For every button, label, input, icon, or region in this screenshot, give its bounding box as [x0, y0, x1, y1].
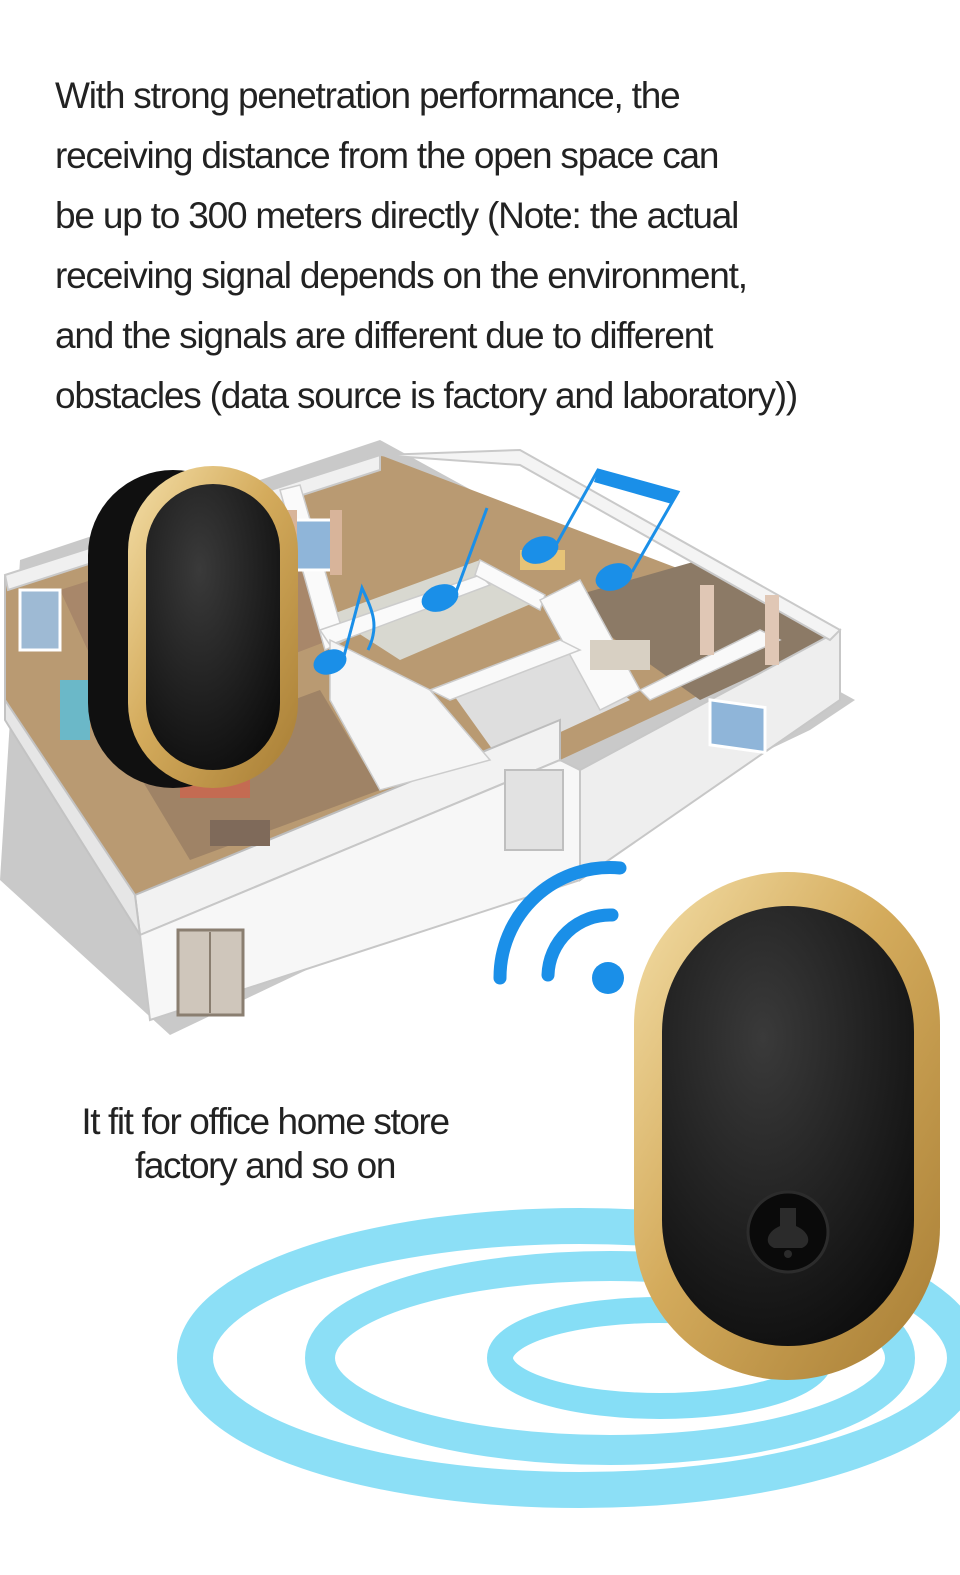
headline-line: be up to 300 meters directly (Note: the …	[55, 195, 739, 236]
wifi-signal-icon	[493, 861, 627, 994]
music-note-icon	[313, 468, 681, 675]
usage-caption: It fit for office home store factory and…	[40, 1100, 490, 1188]
receiver-device	[88, 466, 298, 788]
doorbell-button-device	[634, 872, 940, 1380]
headline-line: With strong penetration performance, the	[55, 75, 681, 116]
headline-text: With strong penetration performance, the…	[55, 66, 925, 426]
bell-button-icon	[746, 1190, 830, 1274]
headline-line: receiving distance from the open space c…	[55, 135, 719, 176]
headline-line: obstacles (data source is factory and la…	[55, 375, 798, 416]
caption-line: It fit for office home store	[81, 1101, 450, 1142]
headline-line: receiving signal depends on the environm…	[55, 255, 748, 296]
caption-line: factory and so on	[134, 1145, 396, 1186]
headline-line: and the signals are different due to dif…	[55, 315, 713, 356]
